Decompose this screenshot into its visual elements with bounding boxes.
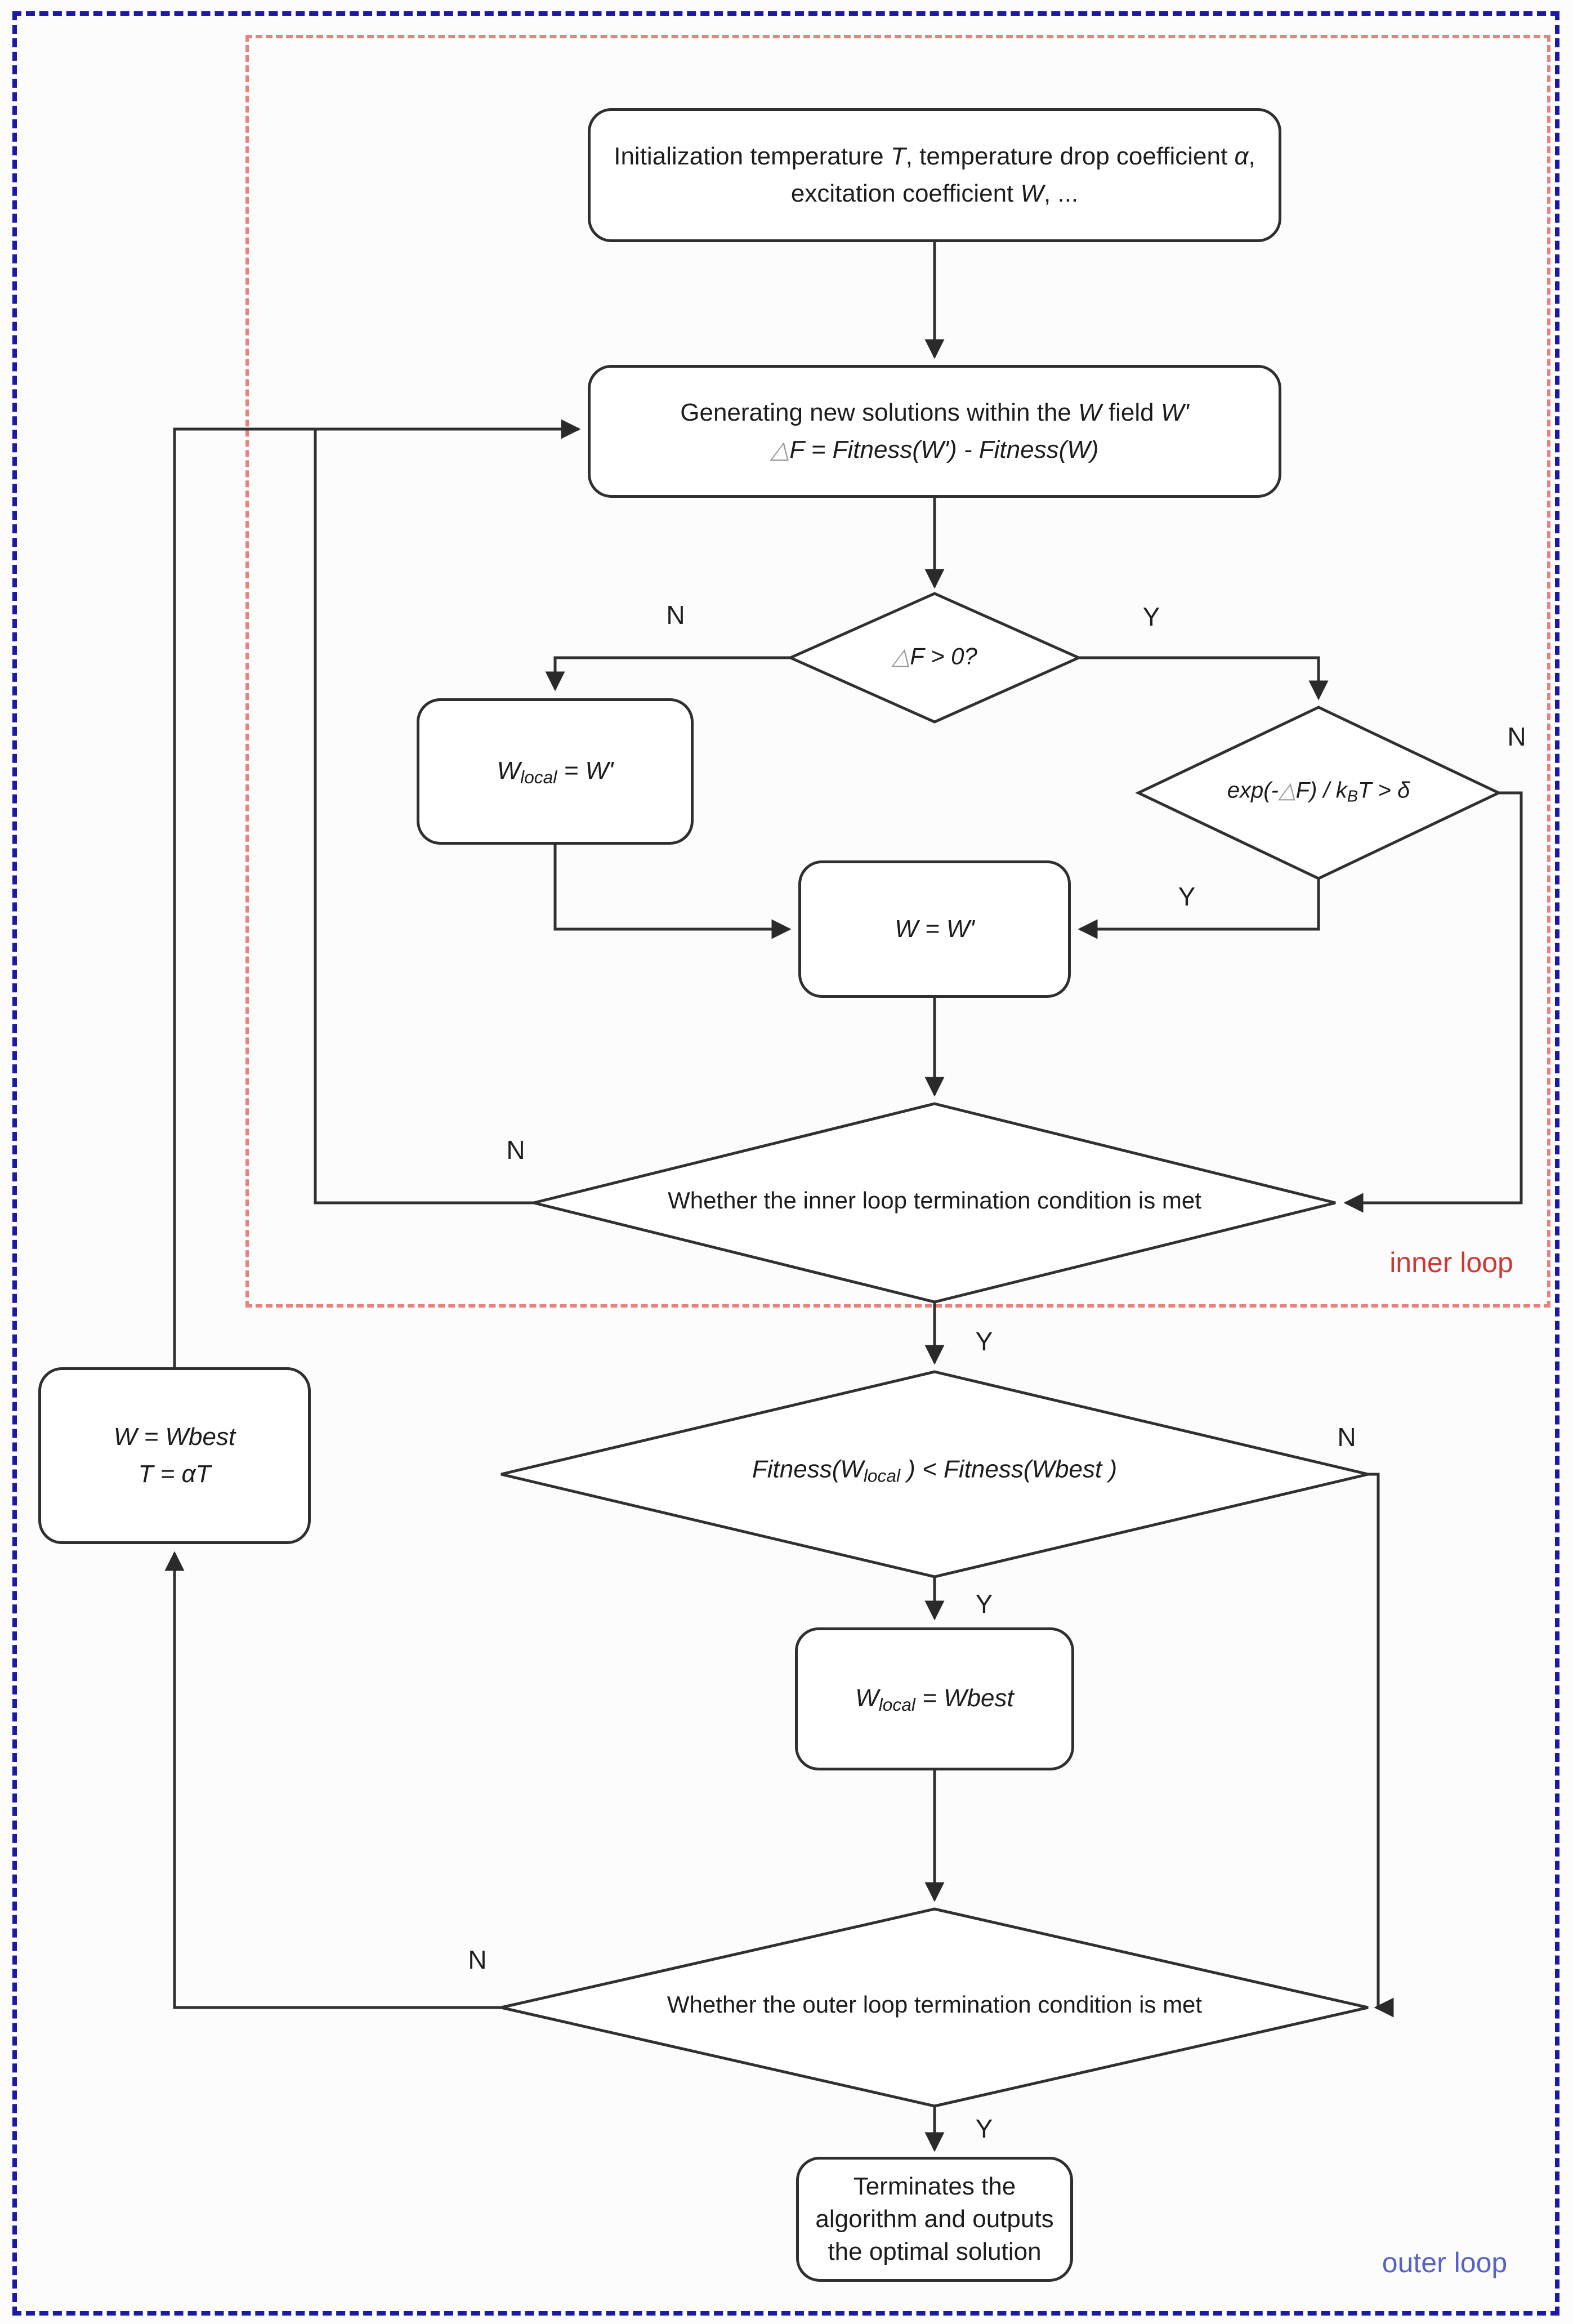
branch-label-delta-no: N: [666, 600, 685, 630]
decision-fitness-compare-diamond: [500, 1370, 1369, 1578]
branch-label-fitness-no: N: [1337, 1422, 1356, 1452]
branch-label-exp-no: N: [1507, 722, 1526, 751]
wlocal-assign-text: Wlocal = W': [497, 756, 614, 787]
edge-delta-no-to-wlocal: [545, 656, 790, 692]
inner-loop-dashed-border: [245, 35, 1550, 1308]
decision-exp-diamond: [1135, 706, 1502, 880]
generate-solutions-box: Generating new solutions within the W fi…: [588, 365, 1281, 498]
decision-inner-termination-diamond: [533, 1102, 1336, 1304]
wlocal-best-text: Wlocal = Wbest: [855, 1684, 1014, 1715]
decision-inner-termination-label: Whether the inner loop termination condi…: [668, 1187, 1201, 1214]
decision-fitness-compare-label: Fitness(Wlocal ) < Fitness(Wbest ): [752, 1455, 1118, 1486]
branch-label-exp-yes: Y: [1178, 882, 1196, 911]
wbest-assign-line2: T = αT: [138, 1460, 211, 1488]
init-box-text: Initialization temperature T, temperatur…: [614, 142, 1255, 207]
edge-fitness-no-to-outer: [1368, 1473, 1394, 2018]
terminate-text: Terminates the algorithm and outputs the…: [815, 2172, 1054, 2266]
decision-outer-termination-label: Whether the outer loop termination condi…: [667, 1991, 1203, 2018]
edge-outer-no-to-wbest: [164, 1551, 501, 2009]
w-assign-text: W = W': [895, 915, 975, 943]
edge-outer-return-to-generate: [173, 419, 581, 1367]
outer-loop-label: outer loop: [1382, 2247, 1508, 2278]
edge-inner-no-return: [314, 429, 534, 1205]
wlocal-best-box: Wlocal = Wbest: [795, 1627, 1074, 1770]
decision-exp-label: exp(-△F) / kBT > δ: [1227, 778, 1410, 806]
edge-delta-yes-to-exp: [1079, 656, 1329, 701]
generate-box-line2: △F = Fitness(W') - Fitness(W): [770, 436, 1099, 463]
edge-exp-yes-to-wassign: [1078, 878, 1320, 939]
branch-label-inner-no: N: [506, 1135, 525, 1165]
branch-label-outer-no: N: [468, 1945, 487, 1974]
branch-label-inner-yes: Y: [975, 1327, 993, 1356]
wlocal-assign-box: Wlocal = W': [417, 698, 694, 845]
outer-loop-dashed-border: [12, 11, 1559, 2316]
wbest-assign-line1: W = Wbest: [113, 1423, 236, 1451]
branch-label-fitness-yes: Y: [975, 1589, 993, 1618]
terminate-box: Terminates the algorithm and outputs the…: [796, 2157, 1073, 2282]
decision-outer-termination-diamond: [500, 1907, 1369, 2108]
branch-label-delta-yes: Y: [1142, 602, 1160, 631]
init-box: Initialization temperature T, temperatur…: [588, 108, 1281, 242]
inner-loop-label: inner loop: [1389, 1247, 1513, 1278]
decision-delta-f-diamond: [786, 592, 1083, 724]
generate-box-line1: Generating new solutions within the W fi…: [680, 399, 1189, 426]
wbest-assign-box: W = Wbest T = αT: [38, 1367, 311, 1544]
branch-label-outer-yes: Y: [975, 2114, 993, 2143]
decision-delta-f-label: △F > 0?: [892, 643, 977, 670]
edge-wlocal-to-wassign: [553, 845, 792, 939]
w-assign-box: W = W': [798, 860, 1071, 998]
edge-exp-no-to-inner: [1343, 791, 1523, 1213]
